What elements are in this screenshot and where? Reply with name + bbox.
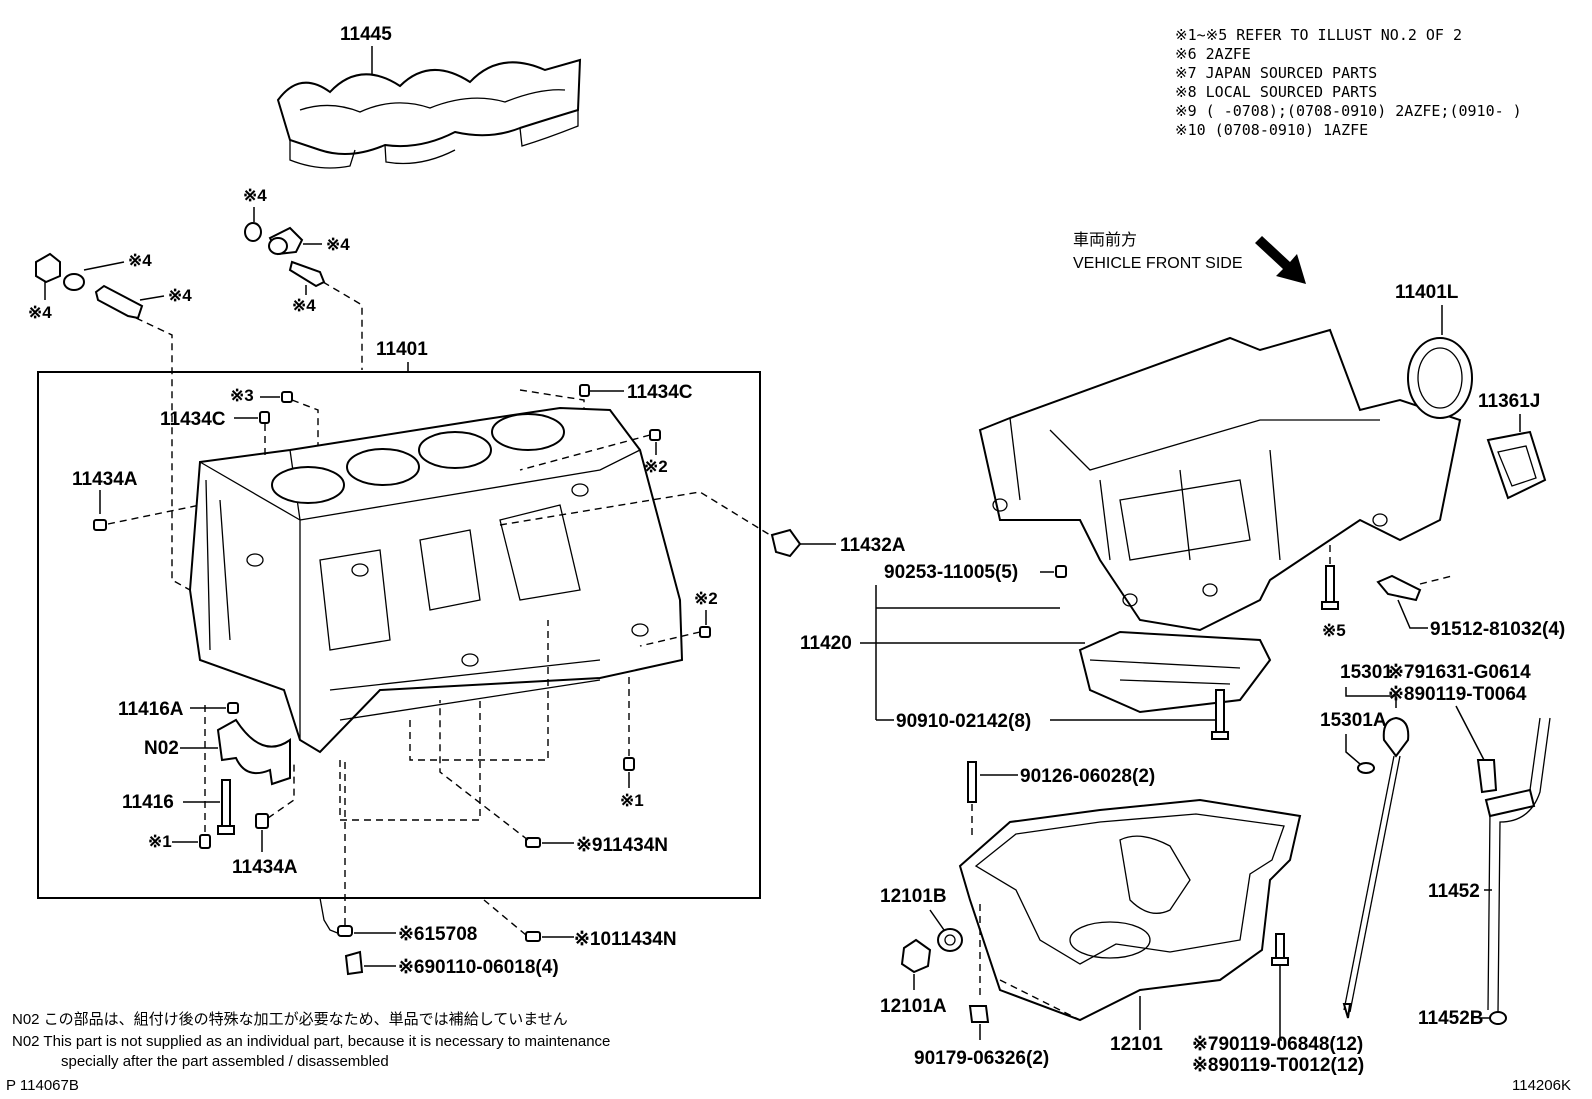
footnote-en-2: specially after the part assembled / dis…: [61, 1053, 389, 1070]
oil-nozzle-group: ※615708 ※690110-06018(4) ※1011434N: [319, 760, 677, 978]
vehicle-front-indicator: 車両前方 VEHICLE FRONT SIDE: [1073, 231, 1306, 284]
label-11416A: 11416A: [118, 699, 184, 720]
label-90179: 90179-06326(2): [914, 1048, 1049, 1069]
label-12101A: 12101A: [880, 996, 947, 1017]
label-11452: 11452: [1428, 881, 1480, 902]
label-90126: 90126-06028(2): [1020, 766, 1155, 787]
label-11420: 11420: [800, 633, 852, 654]
label-N02: N02: [144, 738, 179, 759]
label-11434C-right: 11434C: [627, 382, 693, 403]
ref-2-right: ※2: [694, 589, 718, 608]
ref-2-top: ※2: [644, 457, 668, 476]
label-11361J: 11361J: [1478, 391, 1540, 412]
footnote-en-1: N02 This part is not supplied as an indi…: [12, 1033, 610, 1050]
code-right: 114206K: [1512, 1077, 1571, 1094]
label-11434A-left: 11434A: [72, 469, 138, 490]
ref-4-e: ※4: [128, 251, 152, 270]
ref-1-right: ※1: [620, 791, 644, 810]
label-15708: ※615708: [398, 924, 477, 945]
label-11432A: 11432A: [840, 535, 906, 556]
label-90119-T0064: ※890119-T0064: [1388, 684, 1527, 705]
oil-pan-12101: 90126-06028(2) 12101B 12101A 90179-06326…: [880, 761, 1364, 1076]
label-90110: ※690110-06018(4): [398, 957, 559, 978]
front-label-en: VEHICLE FRONT SIDE: [1073, 255, 1243, 272]
ref-4-c: ※4: [292, 296, 316, 315]
label-11452B: 11452B: [1418, 1008, 1484, 1029]
ref-4-b: ※4: [326, 235, 350, 254]
label-91631: ※791631-G0614: [1388, 662, 1531, 683]
label-11401L: 11401L: [1395, 282, 1459, 303]
ref-5: ※5: [1322, 621, 1346, 640]
label-15301: 15301: [1340, 662, 1393, 683]
insulator-11445: 11445: [276, 24, 582, 169]
label-11416: 11416: [122, 792, 174, 813]
label-90253: 90253-11005(5): [884, 562, 1018, 583]
label-90910: 90910-02142(8): [896, 711, 1031, 732]
front-label-jp: 車両前方: [1073, 231, 1137, 249]
ref-4-f: ※4: [168, 286, 192, 305]
label-90119-06848: ※790119-06848(12): [1192, 1034, 1363, 1055]
cylinder-block-11401: 11401 ※3 11434C 11434C 11434A: [37, 339, 906, 899]
ref-1-left: ※1: [148, 832, 172, 851]
ref-3: ※3: [230, 386, 254, 405]
hardware-group-left: ※4 ※4 ※4 ※4 ※4 ※4: [28, 186, 363, 591]
label-12101B: 12101B: [880, 886, 947, 907]
note-5: ※9 ( -0708);(0708-0910) 2AZFE;(0910- ): [1175, 102, 1522, 120]
label-11434A-bottom: 11434A: [232, 857, 298, 878]
label-90119-T0012: ※890119-T0012(12): [1192, 1055, 1364, 1076]
label-11434C-left: 11434C: [160, 409, 226, 430]
footnote: N02 この部品は、組付け後の特殊な加工が必要なため、単品では補給していません …: [6, 1011, 1571, 1094]
block-assembly-frame: [37, 371, 761, 899]
footnote-jp: N02 この部品は、組付け後の特殊な加工が必要なため、単品では補給していません: [12, 1011, 568, 1028]
note-1: ※1~※5 REFER TO ILLUST NO.2 OF 2: [1175, 26, 1462, 44]
crankcase-11420: 11401L 11361J 90253-11005(5) 11420 90910…: [800, 282, 1565, 740]
label-11445: 11445: [340, 24, 392, 45]
code-left: P 114067B: [6, 1077, 79, 1094]
label-11434N-9: ※911434N: [576, 835, 668, 856]
note-2: ※6 2AZFE: [1175, 45, 1251, 63]
notes-block: ※1~※5 REFER TO ILLUST NO.2 OF 2 ※6 2AZFE…: [1175, 26, 1522, 139]
label-12101: 12101: [1110, 1034, 1163, 1055]
label-11434N-10: ※1011434N: [574, 929, 677, 950]
note-6: ※10 (0708-0910) 1AZFE: [1175, 121, 1368, 139]
note-3: ※7 JAPAN SOURCED PARTS: [1175, 64, 1377, 82]
ref-4-a: ※4: [243, 186, 267, 205]
front-arrow-icon: [1255, 236, 1306, 284]
label-91512: 91512-81032(4): [1430, 619, 1565, 640]
label-15301A: 15301A: [1320, 710, 1387, 731]
note-4: ※8 LOCAL SOURCED PARTS: [1175, 83, 1377, 101]
ref-4-d: ※4: [28, 303, 52, 322]
dipstick-group: 15301 15301A ※791631-G0614 ※890119-T0064…: [1320, 662, 1551, 1029]
label-11401: 11401: [376, 339, 428, 360]
